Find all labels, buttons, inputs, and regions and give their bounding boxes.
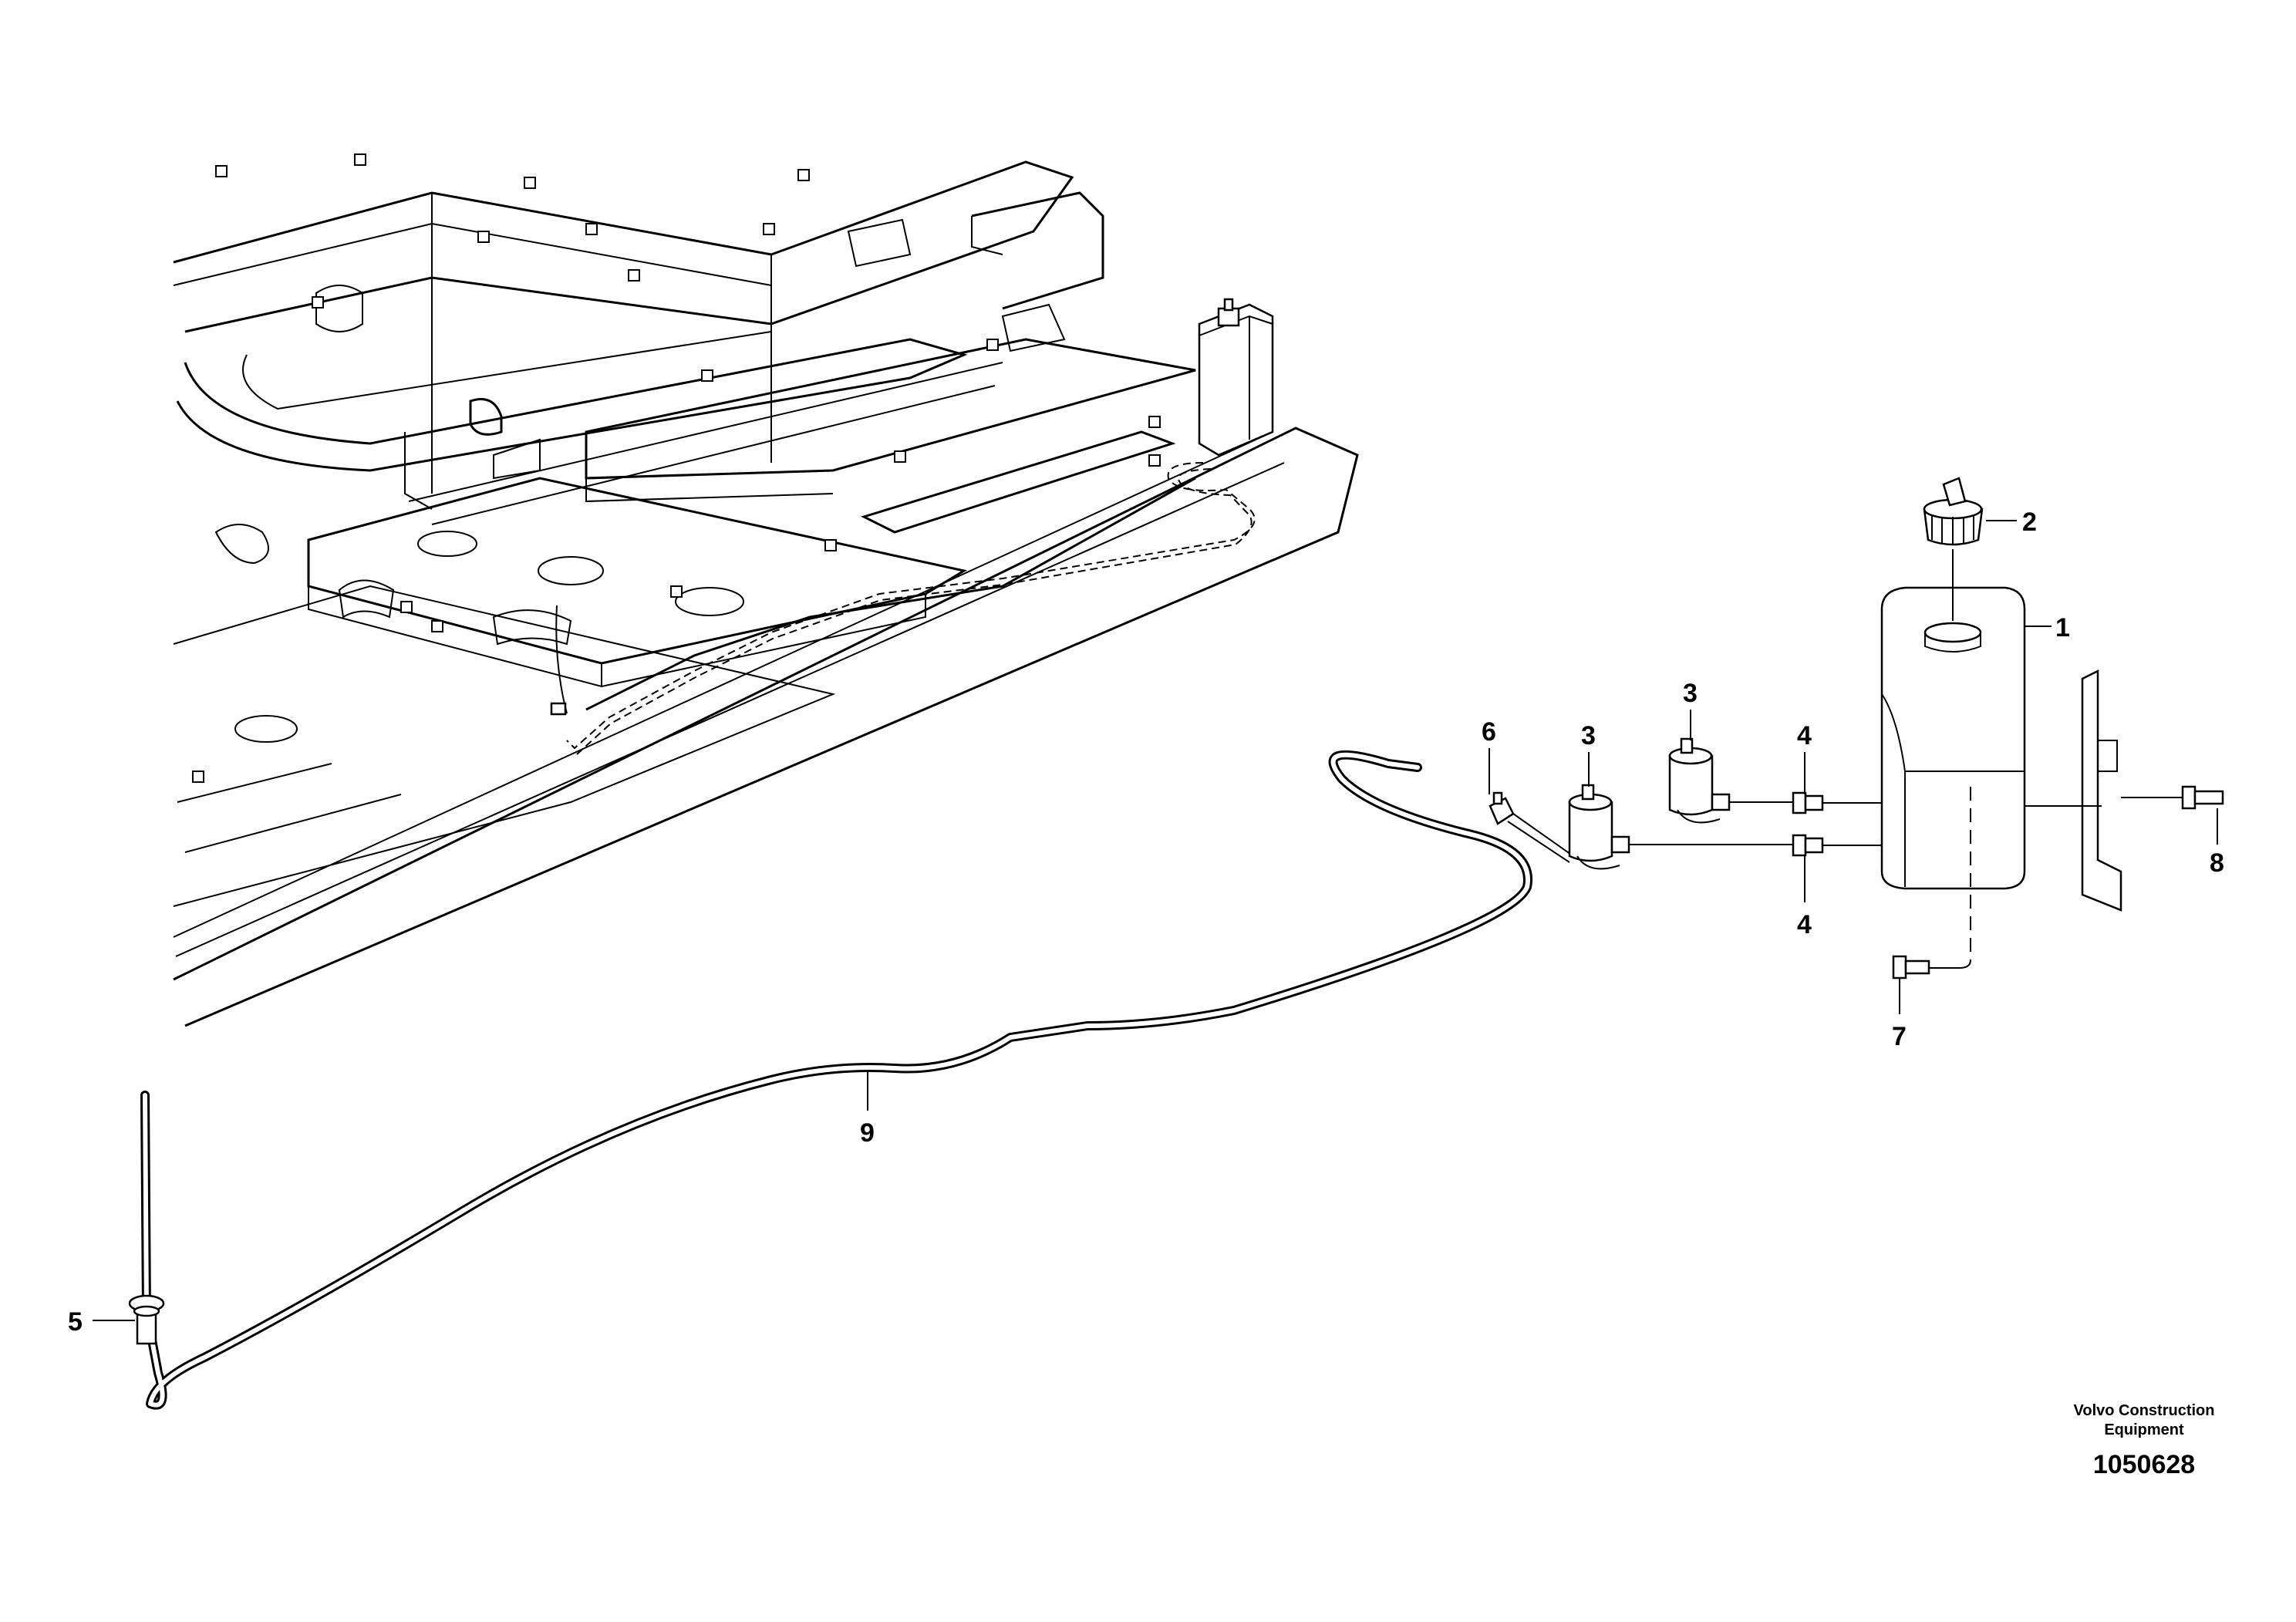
bolt-part-7 bbox=[1892, 955, 1930, 980]
cap-part-2 bbox=[1923, 477, 1984, 621]
callout-6: 6 bbox=[1482, 717, 1496, 747]
callout-4-upper: 4 bbox=[1797, 721, 1812, 750]
callout-9: 9 bbox=[860, 1118, 875, 1148]
machine-frame bbox=[173, 153, 1359, 1027]
connector-part-6 bbox=[1489, 791, 1574, 863]
document-number: 1050628 bbox=[2093, 1450, 2195, 1479]
callout-2: 2 bbox=[2022, 508, 2037, 537]
callout-leaders bbox=[93, 520, 2218, 1321]
pump-part-3-upper bbox=[1668, 737, 1731, 824]
callout-3-lower: 3 bbox=[1581, 721, 1596, 750]
grommet-part-4-upper bbox=[1792, 791, 1824, 814]
grommet-part-4-lower bbox=[1792, 834, 1824, 857]
callout-5: 5 bbox=[68, 1307, 83, 1337]
mounted-reservoir bbox=[1198, 298, 1274, 457]
pump-part-3-lower bbox=[1568, 784, 1630, 870]
callout-8: 8 bbox=[2210, 848, 2224, 878]
bolt-part-8 bbox=[2181, 785, 2224, 810]
callout-7: 7 bbox=[1892, 1022, 1907, 1051]
grommet-part-5 bbox=[128, 1294, 165, 1345]
callout-3-upper: 3 bbox=[1683, 679, 1698, 708]
mounting-bracket bbox=[2025, 669, 2122, 912]
hose-9 bbox=[140, 750, 1532, 1410]
reservoir-part-1 bbox=[1880, 586, 2026, 969]
routed-hose-dashed bbox=[550, 462, 1256, 755]
credit-line-1: Volvo Construction bbox=[2074, 1402, 2215, 1419]
callout-4-lower: 4 bbox=[1797, 910, 1812, 939]
grommet-leader-lines bbox=[1822, 802, 1882, 846]
credit-line-2: Equipment bbox=[2104, 1421, 2184, 1438]
pump-leader-lines bbox=[1629, 801, 1793, 845]
callout-1: 1 bbox=[2055, 613, 2070, 642]
